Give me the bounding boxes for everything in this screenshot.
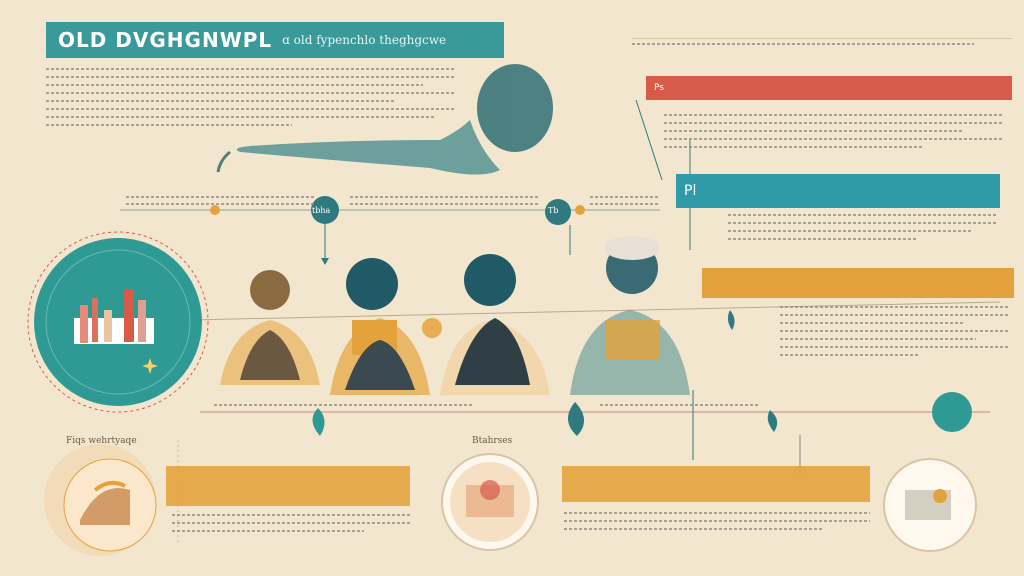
city-icon [74, 290, 154, 344]
orange-bar [702, 268, 1014, 298]
text-line [46, 92, 456, 94]
text-line [46, 100, 395, 102]
text-line [46, 116, 436, 118]
bottom-timeline-text-right [600, 404, 760, 406]
text-line [728, 238, 917, 240]
text-line [600, 404, 760, 406]
text-line [664, 122, 1004, 124]
left-caption: Fiqs wehrtyaqe [66, 436, 137, 446]
red-bar: Ps [646, 76, 1012, 100]
red-bar-text [664, 114, 1004, 148]
right-panel-top [632, 38, 1012, 45]
timeline-text-right [590, 196, 660, 205]
page-title: OLD DVGHGNWPL [58, 28, 273, 52]
timeline-node-icon [312, 408, 325, 436]
text-line [46, 68, 456, 70]
text-line [728, 214, 998, 216]
text-line [780, 346, 1010, 348]
teal-bar-label: Pl [684, 183, 697, 199]
timeline-text-left [126, 196, 316, 205]
text-line [214, 404, 474, 406]
text-line [728, 222, 998, 224]
text-line [350, 196, 540, 198]
timeline-node-icon [545, 199, 571, 225]
title-banner: OLD DVGHGNWPL ɑ old fypenchlo theghgcwe [46, 22, 504, 58]
text-line [780, 306, 1010, 308]
text-line [664, 114, 1004, 116]
text-line [780, 354, 918, 356]
text-line [126, 196, 316, 198]
text-line [46, 76, 456, 78]
intro-text-block [46, 68, 456, 126]
text-line [664, 138, 1004, 140]
page-subtitle: ɑ old fypenchlo theghgcwe [282, 33, 447, 47]
timeline-node-icon [311, 196, 339, 224]
person-silhouette-icon [330, 258, 430, 395]
text-line [350, 203, 540, 205]
teal-bar: Pl [676, 174, 1000, 208]
bottom-timeline-text [214, 404, 474, 406]
text-line [590, 203, 660, 205]
timeline-text-mid [350, 196, 540, 205]
text-line [664, 146, 923, 148]
text-line [172, 514, 412, 516]
text-line [46, 124, 292, 126]
text-line [632, 43, 974, 45]
orange-bar-text [780, 306, 1010, 356]
text-line [780, 338, 976, 340]
text-line [728, 230, 971, 232]
bottom-text-left [172, 514, 412, 532]
text-line [172, 530, 364, 532]
person-silhouette-icon [220, 270, 320, 385]
bottom-text-right [564, 512, 870, 530]
center-caption: Btahrses [472, 436, 513, 446]
text-line [564, 528, 825, 530]
text-line [564, 512, 870, 514]
text-line [126, 203, 316, 205]
text-line [590, 196, 660, 198]
text-line [780, 314, 1010, 316]
person-silhouette-icon [440, 254, 550, 395]
node-label-a: tbha [312, 206, 331, 215]
text-line [780, 330, 1010, 332]
bottom-orange-bar-left [166, 466, 410, 506]
text-line [172, 522, 412, 524]
text-line [780, 322, 964, 324]
node-label-d: Tb [548, 206, 559, 215]
text-line [46, 108, 456, 110]
bottom-orange-bar-right [562, 466, 870, 502]
teal-bar-text [728, 214, 998, 240]
text-line [564, 520, 870, 522]
person-silhouette-icon [570, 236, 690, 395]
text-line [46, 84, 424, 86]
head-silhouette-icon [216, 64, 553, 175]
timeline-node-icon [567, 402, 585, 436]
red-bar-label: Ps [654, 83, 664, 93]
text-line [664, 130, 964, 132]
